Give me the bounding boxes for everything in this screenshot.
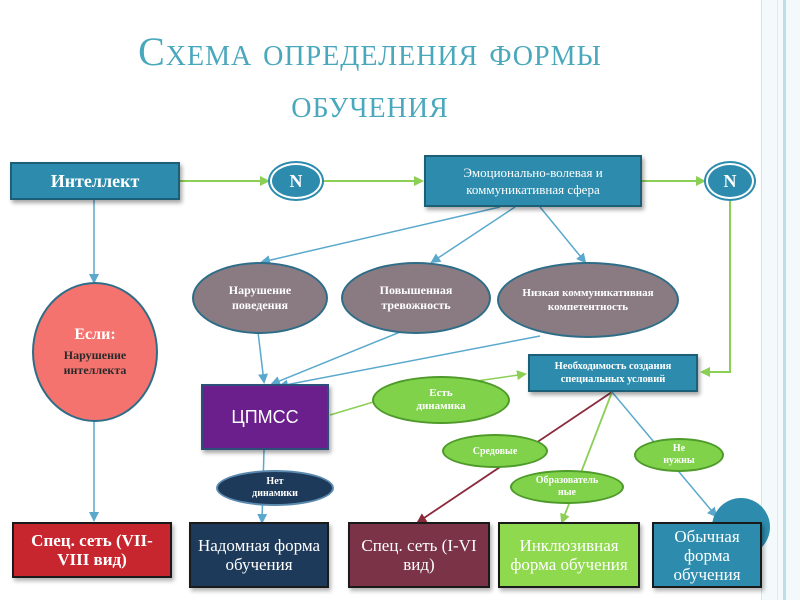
no-dynamics-label: Нет динамики — [252, 476, 298, 499]
emotional-sphere-label: Эмоционально-волевая и коммуникативная с… — [463, 165, 603, 197]
educational-label: Образовательные — [535, 475, 599, 498]
arrow-emotional-to-anxiety — [430, 206, 516, 264]
environmental-oval: Средовые — [442, 434, 548, 468]
n-circle-right: N — [706, 163, 754, 199]
emotional-sphere-box: Эмоционально-волевая и коммуникативная с… — [424, 155, 642, 207]
outcome-spec-1-6: Спец. сеть (I-VI вид) — [348, 522, 490, 588]
behavior-label: Нарушение поведения — [228, 283, 292, 312]
communicative-oval: Низкая коммуникативная компетентность — [497, 262, 679, 338]
outcome-home-label: Надомная форма обучения — [197, 536, 321, 574]
outcome-spec-7-8-label: Спец. сеть (VII-VIII вид) — [31, 531, 153, 569]
environmental-label: Средовые — [472, 445, 518, 457]
title-line-2: обучения — [291, 81, 449, 126]
has-dynamics-oval: Есть динамика — [372, 376, 510, 424]
right-decorative-bar — [761, 0, 800, 600]
right-bar-line-thin — [777, 0, 778, 600]
tpmss-label: ЦПМСС — [231, 406, 299, 427]
special-conditions-label: Необходимость создания специальных услов… — [554, 361, 672, 385]
educational-oval: Образовательные — [510, 470, 624, 504]
anxiety-oval: Повышенная тревожность — [341, 262, 491, 334]
outcome-regular-label: Обычная форма обучения — [673, 526, 741, 584]
special-conditions-box: Необходимость создания специальных услов… — [528, 354, 698, 392]
n-circle-left-label: N — [289, 170, 303, 191]
not-needed-oval: Не нужны — [634, 438, 724, 472]
outcome-inclusive-label: Инклюзивная форма обучения — [510, 536, 628, 574]
outcome-inclusive: Инклюзивная форма обучения — [498, 522, 640, 588]
outcome-home: Надомная форма обучения — [189, 522, 329, 588]
n-circle-left: N — [270, 163, 322, 199]
n-circle-right-label: N — [723, 170, 737, 191]
tpmss-box: ЦПМСС — [201, 384, 329, 450]
arrow-emotional-to-communicative — [539, 206, 587, 264]
arrow-communicative-to-tpmss — [278, 335, 541, 390]
anxiety-label: Повышенная тревожность — [379, 283, 453, 312]
arrow-behavior-to-tpmss — [257, 331, 269, 384]
not-needed-label: Не нужны — [663, 443, 695, 466]
intellect-box: Интеллект — [10, 162, 180, 200]
if-label: Если: — [74, 326, 116, 343]
intellect-label: Интеллект — [50, 170, 140, 191]
outcome-spec-1-6-label: Спец. сеть (I-VI вид) — [361, 536, 477, 574]
behavior-oval: Нарушение поведения — [192, 262, 328, 334]
no-dynamics-oval: Нет динамики — [216, 470, 334, 506]
outcome-spec-7-8: Спец. сеть (VII-VIII вид) — [12, 522, 172, 578]
arrow-anxiety-to-tpmss — [270, 327, 411, 386]
title-line-1: Схема определения формы — [138, 29, 602, 74]
if-text: Нарушение интеллекта — [63, 348, 127, 377]
if-intellect-oval: Если: Нарушение интеллекта — [32, 282, 158, 422]
arrow-emotional-to-behavior — [260, 206, 501, 266]
right-bar-line — [783, 0, 786, 600]
page-title: Схема определения формы обучения — [0, 26, 740, 130]
arrow-n-to-conditions — [700, 200, 731, 377]
communicative-label: Низкая коммуникативная компетентность — [522, 287, 654, 313]
outcome-regular: Обычная форма обучения — [652, 522, 762, 588]
has-dynamics-label: Есть динамика — [416, 387, 466, 412]
